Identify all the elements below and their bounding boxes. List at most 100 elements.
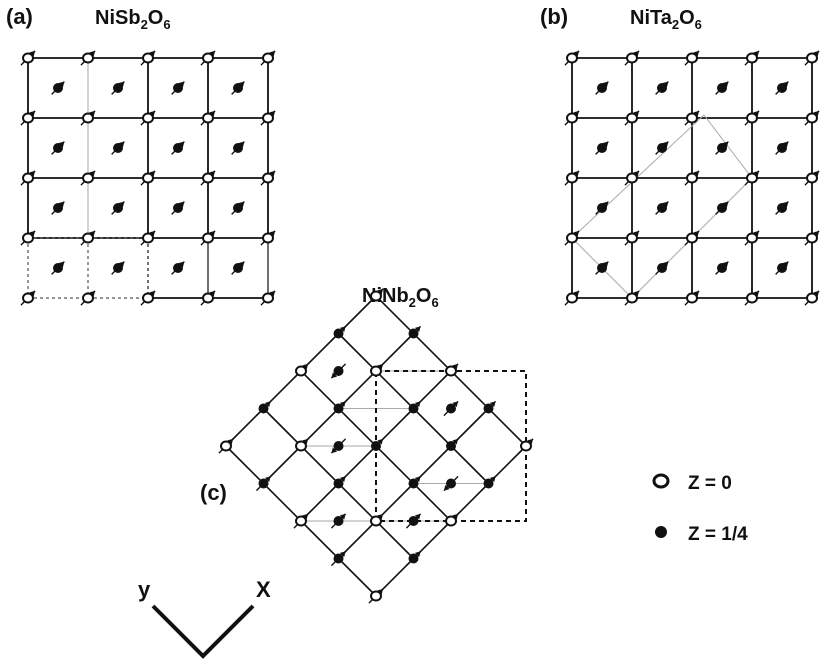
ni-atom-z0 (746, 292, 758, 304)
lattice-line (571, 237, 603, 269)
ni-atom-z14 (446, 403, 456, 414)
spin-arrow-head (693, 170, 700, 177)
ni-atom-z0 (295, 365, 307, 377)
ni-atom-z14 (483, 478, 494, 489)
ni-atom-z14 (173, 263, 183, 273)
spin-arrow-head (377, 363, 384, 370)
ni-atom-z0 (746, 52, 758, 64)
spin-arrow-head (452, 438, 459, 445)
spin-arrow-head (89, 230, 96, 237)
ni-atom-z0 (82, 232, 94, 244)
spin-arrow-head (753, 290, 760, 297)
ni-atom-z0 (202, 112, 214, 124)
ni-atom-z0 (626, 232, 638, 244)
ni-atom-z14 (113, 263, 123, 273)
ni-atom-z14 (113, 203, 123, 213)
spin-arrow-head (58, 201, 65, 208)
ni-atom-z0 (202, 292, 214, 304)
ni-atom-z0 (686, 292, 698, 304)
ni-atom-z14 (597, 203, 607, 213)
spin-arrow-head (377, 588, 384, 595)
ni-atom-z0 (262, 112, 274, 124)
ni-atom-z14 (173, 203, 183, 213)
spin-arrow-head (209, 50, 216, 57)
ni-atom-z0 (746, 232, 758, 244)
spin-arrow-head (693, 290, 700, 297)
spin-arrow-head (227, 438, 234, 445)
spin-arrow-head (209, 230, 216, 237)
ni-atom-z14 (777, 143, 787, 153)
ni-atom-z0 (370, 290, 382, 302)
ni-atom-z14 (657, 143, 667, 153)
filled-circle-icon (655, 526, 667, 538)
ni-atom-z0 (370, 365, 382, 377)
spin-arrow-head (813, 50, 820, 57)
ni-atom-z14 (483, 403, 494, 414)
ni-atom-z14 (53, 203, 63, 213)
ni-atom-z0 (295, 440, 307, 452)
ni-atom-z0 (262, 52, 274, 64)
lattice-line (571, 114, 705, 239)
spin-arrow-head (58, 81, 65, 88)
spin-arrow-head (813, 110, 820, 117)
spin-arrow-head (269, 170, 276, 177)
spin-arrow-head (573, 110, 580, 117)
ni-atom-z14 (777, 263, 787, 273)
spin-arrow-head (753, 50, 760, 57)
ni-atom-z14 (408, 328, 419, 339)
spin-arrow-head (269, 290, 276, 297)
ni-atom-z0 (22, 172, 34, 184)
ni-atom-z0 (142, 172, 154, 184)
spin-arrow-head (178, 141, 185, 148)
spin-arrow-head (149, 170, 156, 177)
ni-atom-z0 (82, 172, 94, 184)
legend: Z = 0 Z = 1/4 (652, 473, 748, 545)
ni-atom-z0 (142, 292, 154, 304)
ni-atom-z14 (717, 143, 727, 153)
ni-atom-z0 (566, 232, 578, 244)
ni-atom-z0 (806, 172, 818, 184)
spin-arrow-head (178, 201, 185, 208)
spin-arrow-head (269, 230, 276, 237)
ni-atom-z14 (233, 263, 243, 273)
spin-arrow-head (29, 110, 36, 117)
ni-atom-z0 (445, 515, 457, 527)
axes-lines (151, 604, 255, 659)
open-circle-icon (652, 473, 670, 489)
panel-c-title: NiNb2O6 (362, 285, 439, 310)
spin-arrow-head (149, 290, 156, 297)
ni-atom-z14 (408, 403, 419, 414)
spin-arrow-head (377, 513, 384, 520)
spin-arrow-head (209, 290, 216, 297)
panel-b-label: (b) (540, 4, 568, 29)
spin-arrow-head (339, 513, 346, 520)
spin-arrow-head (633, 170, 640, 177)
ni-atom-z14 (777, 203, 787, 213)
spin-arrow-head (573, 230, 580, 237)
nita2o6-lattice (564, 50, 820, 306)
spin-arrow-head (331, 372, 338, 379)
ni-atom-z14 (258, 478, 269, 489)
ni-atom-z14 (233, 83, 243, 93)
ni-atom-z0 (262, 172, 274, 184)
spin-arrow-head (178, 81, 185, 88)
spin-arrow-head (414, 401, 421, 408)
spin-arrow-head (414, 551, 421, 558)
spin-arrow-head (339, 476, 346, 483)
spin-arrow-head (633, 50, 640, 57)
spin-arrow-head (302, 363, 309, 370)
spin-arrow-head (89, 50, 96, 57)
spin-arrow-head (149, 50, 156, 57)
ninb2o6-lattice (218, 288, 534, 604)
ni-atom-z14 (53, 263, 63, 273)
ni-atom-z0 (746, 172, 758, 184)
ni-atom-z0 (626, 172, 638, 184)
spin-arrow-head (693, 50, 700, 57)
ni-atom-z14 (657, 203, 667, 213)
spin-arrow-head (269, 110, 276, 117)
spin-arrow-head (443, 484, 450, 491)
ni-atom-z14 (371, 441, 381, 451)
spin-arrow-head (693, 230, 700, 237)
ni-atom-z14 (408, 553, 419, 564)
